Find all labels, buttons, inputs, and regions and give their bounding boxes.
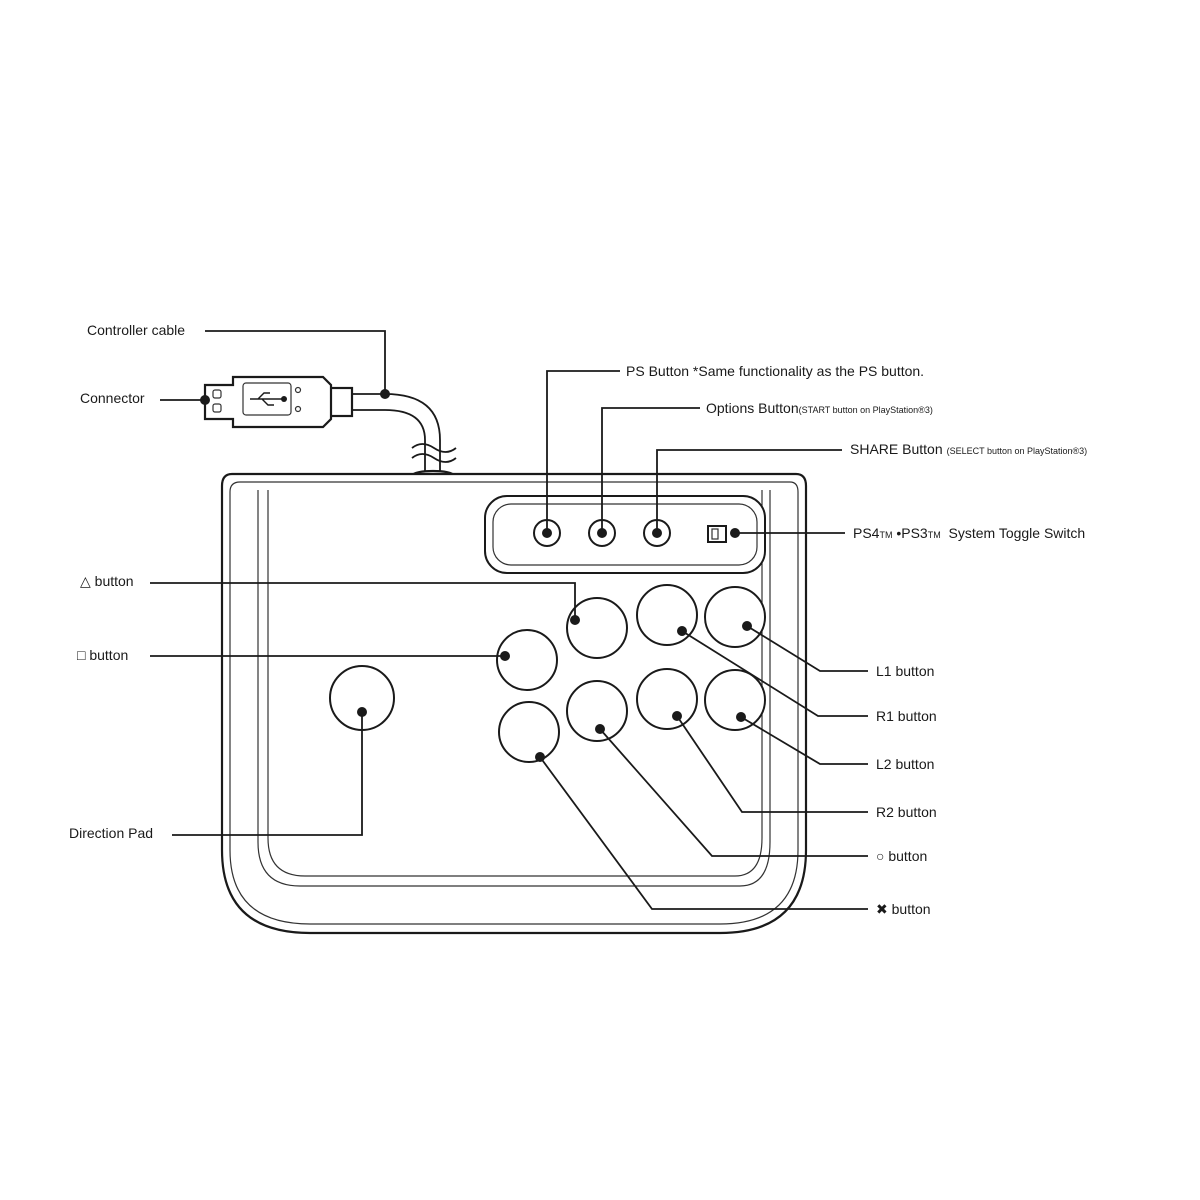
label-toggle-switch: PS4TM •PS3TM System Toggle Switch [853, 525, 1085, 541]
face-buttons [329, 584, 766, 763]
usb-connector [203, 375, 333, 429]
l1-button-shape[interactable] [704, 586, 766, 648]
leader-lines [150, 330, 868, 910]
label-triangle-button: △ button [80, 573, 134, 589]
label-circle-button: ○ button [876, 848, 927, 864]
label-l1-button: L1 button [876, 663, 934, 679]
label-ps-button: PS Button *Same functionality as the PS … [626, 363, 924, 379]
circle-button-shape[interactable] [566, 680, 628, 742]
label-r2-button: R2 button [876, 804, 937, 820]
label-share-button: SHARE Button(SELECT button on PlayStatio… [850, 441, 1087, 457]
label-direction-pad: Direction Pad [69, 825, 153, 841]
label-cross-button: ✖ button [876, 901, 931, 917]
controller-cable [328, 386, 457, 481]
r2-button-shape[interactable] [636, 668, 698, 730]
toggle-switch[interactable] [707, 525, 727, 543]
r1-button-shape[interactable] [636, 584, 698, 646]
label-r1-button: R1 button [876, 708, 937, 724]
label-options-button: Options Button(START button on PlayStati… [706, 400, 933, 416]
label-controller-cable: Controller cable [87, 322, 185, 338]
usb-icon [250, 392, 287, 406]
square-button-shape[interactable] [496, 629, 558, 691]
triangle-button-shape[interactable] [566, 597, 628, 659]
label-l2-button: L2 button [876, 756, 934, 772]
label-square-button: □ button [77, 647, 128, 663]
l2-button-shape[interactable] [704, 669, 766, 731]
label-connector: Connector [80, 390, 145, 406]
cross-button-shape[interactable] [498, 701, 560, 763]
